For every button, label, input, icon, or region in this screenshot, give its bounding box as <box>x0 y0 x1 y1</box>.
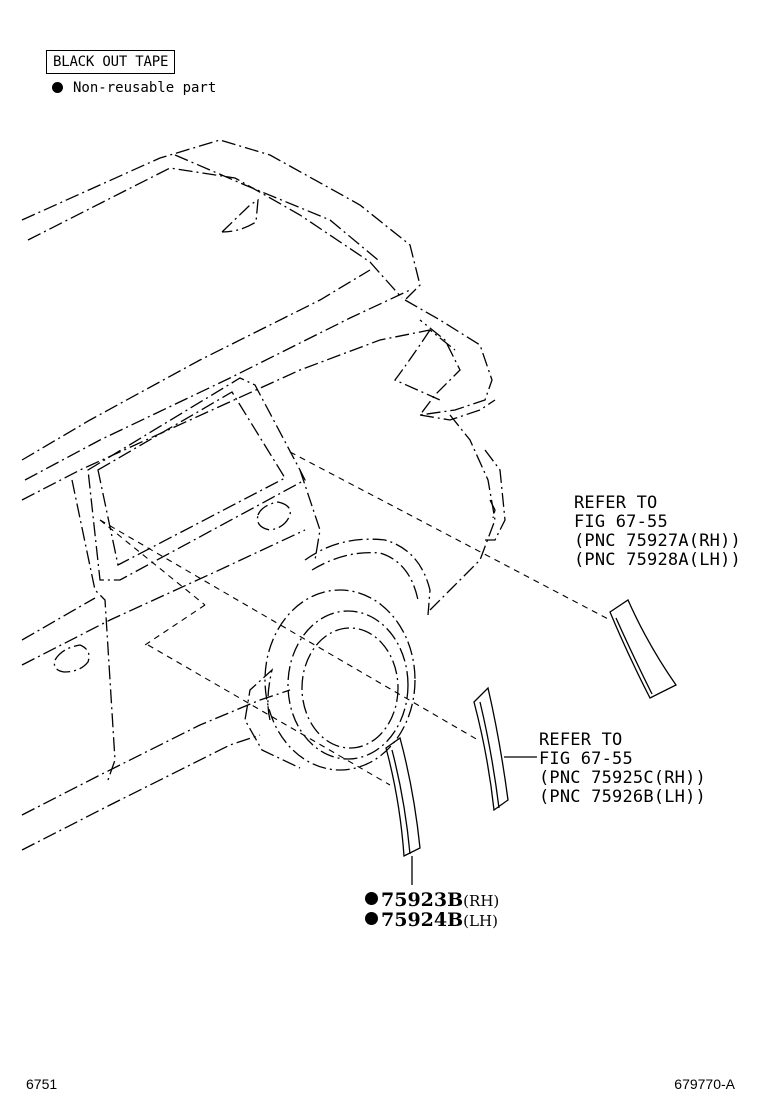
reference-line: (PNC 75925C(RH)) <box>539 768 706 788</box>
reference-line: REFER TO <box>539 730 623 750</box>
rear-body-outline <box>21 414 506 851</box>
label-leaders <box>411 756 537 885</box>
tape-part-upper <box>609 599 677 699</box>
door-outline <box>21 377 321 781</box>
tape-part-lower <box>385 736 421 858</box>
non-reusable-dot-icon <box>52 82 63 93</box>
part-label-lh: 75924B(LH) <box>365 909 498 932</box>
leader-lines <box>99 451 611 786</box>
reference-line: FIG 67-55 <box>574 512 668 532</box>
reference-line: (PNC 75928A(LH)) <box>574 550 741 570</box>
reference-line: REFER TO <box>574 493 658 513</box>
part-side: (RH) <box>463 892 500 910</box>
legend-title: BLACK OUT TAPE <box>46 50 176 74</box>
reference-line: (PNC 75927A(RH)) <box>574 531 741 551</box>
reference-line: FIG 67-55 <box>539 749 633 769</box>
roof-outline <box>21 139 421 301</box>
legend-note: Non-reusable part <box>52 79 216 97</box>
tape-part-middle <box>473 686 509 812</box>
part-side: (LH) <box>463 912 498 930</box>
part-label-rh: 75923B(RH) <box>365 889 499 912</box>
non-reusable-dot-icon <box>365 912 378 925</box>
wheel-outline <box>244 538 431 771</box>
rear-hatch-outline <box>21 269 496 501</box>
reference-line: (PNC 75926B(LH)) <box>539 787 706 807</box>
non-reusable-dot-icon <box>365 892 378 905</box>
drawing-id: 679770-A <box>674 1076 735 1092</box>
part-number: 75923B <box>381 889 464 911</box>
part-number: 75924B <box>381 909 464 931</box>
legend-note-text: Non-reusable part <box>73 80 217 96</box>
page-code: 6751 <box>26 1076 58 1092</box>
